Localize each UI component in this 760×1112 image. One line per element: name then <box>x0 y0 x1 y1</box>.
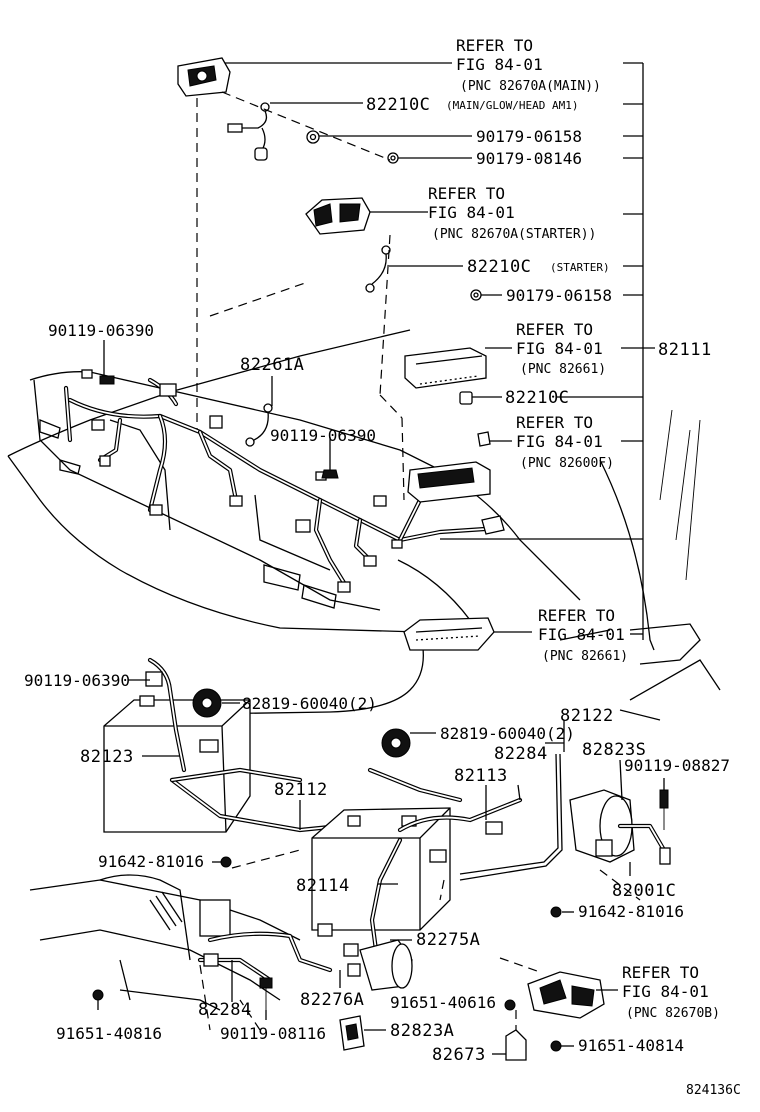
refer-to-text: REFER TO <box>456 36 533 55</box>
pnc-ref-text: (PNC 82661) <box>542 649 628 664</box>
refer-block-82661-lower: REFER TO FIG 84-01 (PNC 82661) <box>538 606 628 664</box>
bolt-90119-06390-a <box>99 375 115 385</box>
callout-82210c-starter: 82210C <box>467 257 531 277</box>
callout-82210c-starter-note: (STARTER) <box>550 261 610 274</box>
callout-82001c: 82001C <box>612 881 676 901</box>
callout-82819-60040-a: 82819-60040(2) <box>242 694 377 713</box>
fig-ref-text: FIG 84-01 <box>516 339 603 358</box>
cable-82284-lower <box>197 923 333 983</box>
cable-82122 <box>459 753 563 881</box>
refer-block-main: REFER TO FIG 84-01 (PNC 82670A(MAIN)) <box>456 36 601 94</box>
bracket-82673 <box>505 1029 527 1061</box>
refer-to-text: REFER TO <box>428 184 505 203</box>
pnc-ref-text: (PNC 82600F) <box>520 456 614 471</box>
alternator-82001c <box>569 789 671 865</box>
pnc-ref-text: (PNC 82661) <box>520 362 606 377</box>
grommet-82819-b <box>381 728 411 758</box>
callout-82284-a: 82284 <box>494 744 548 764</box>
callout-90119-06390-b: 90119-06390 <box>270 426 376 445</box>
bolt-90119-08116 <box>259 977 273 1010</box>
harness-connectors <box>81 369 403 593</box>
callout-82673: 82673 <box>432 1045 486 1065</box>
callout-82112: 82112 <box>274 780 328 800</box>
callout-91642-81016-b: 91642-81016 <box>578 902 684 921</box>
refer-block-82661-upper: REFER TO FIG 84-01 (PNC 82661) <box>516 320 606 377</box>
callout-82819-60040-b: 82819-60040(2) <box>440 724 575 743</box>
bolt-90119-06390-b <box>321 469 339 479</box>
relay-box-82600f <box>407 461 505 535</box>
callout-91642-81016-a: 91642-81016 <box>98 852 204 871</box>
refer-to-text: REFER TO <box>516 413 593 432</box>
callout-82113: 82113 <box>454 766 508 786</box>
fuse-link-main <box>227 102 270 161</box>
leader-lines <box>103 62 655 640</box>
callout-82284-b: 82284 <box>198 1000 252 1020</box>
callout-82123: 82123 <box>80 747 134 767</box>
fuse-link-starter <box>365 245 391 293</box>
fig-ref-text: FIG 84-01 <box>538 625 625 644</box>
fusible-link-small <box>459 391 473 405</box>
refer-block-starter: REFER TO FIG 84-01 (PNC 82670A(STARTER)) <box>428 184 596 242</box>
cable-82123 <box>145 657 187 773</box>
fig-ref-text: FIG 84-01 <box>516 432 603 451</box>
engine-block <box>29 874 301 1011</box>
callout-82210c-main-note: (MAIN/GLOW/HEAD AM1) <box>446 99 578 112</box>
dashed-leaders <box>196 91 405 501</box>
callout-90119-06390-c: 90119-06390 <box>24 671 130 690</box>
fuse-box-82661 <box>404 347 487 389</box>
callout-82111: 82111 <box>658 340 712 360</box>
callout-82823a: 82823A <box>390 1021 454 1041</box>
refer-to-text: REFER TO <box>516 320 593 339</box>
callout-82210c-main: 82210C <box>366 95 430 115</box>
battery-right <box>311 807 451 931</box>
part-callouts: 82210C (MAIN/GLOW/HEAD AM1) 90179-06158 … <box>24 95 741 1098</box>
relay-block-starter <box>305 197 371 235</box>
callout-82122: 82122 <box>560 706 614 726</box>
fig-ref-text: FIG 84-01 <box>428 203 515 222</box>
relay-82670b <box>527 971 605 1019</box>
grommet-82819-a <box>192 688 222 718</box>
callout-82210c-c: 82210C <box>505 388 569 408</box>
callout-91651-40616: 91651-40616 <box>390 993 496 1012</box>
pnc-ref-text: (PNC 82670A(STARTER)) <box>432 227 596 242</box>
refer-to-text: REFER TO <box>622 963 699 982</box>
callout-90119-08116: 90119-08116 <box>220 1024 326 1043</box>
figure-code: 824136C <box>686 1083 741 1098</box>
callout-90179-06158-b: 90179-06158 <box>506 286 612 305</box>
fuse-link-82261a <box>245 403 273 447</box>
fig-ref-text: FIG 84-01 <box>622 982 709 1001</box>
callout-82275a: 82275A <box>416 930 480 950</box>
callout-82114: 82114 <box>296 876 350 896</box>
starter-motor <box>343 939 413 991</box>
fuse-box-82661-lower <box>403 617 495 651</box>
callout-90119-08827: 90119-08827 <box>624 756 730 775</box>
callout-91651-40814: 91651-40814 <box>578 1036 684 1055</box>
callout-90179-06158-a: 90179-06158 <box>476 127 582 146</box>
refer-block-82600f: REFER TO FIG 84-01 (PNC 82600F) <box>516 413 614 471</box>
clamp-82823a <box>339 1015 365 1051</box>
fuse-82600f <box>477 431 491 447</box>
callout-91651-40816: 91651-40816 <box>56 1024 162 1043</box>
pnc-ref-text: (PNC 82670B) <box>626 1006 720 1021</box>
pnc-ref-text: (PNC 82670A(MAIN)) <box>460 79 601 94</box>
nut-starter <box>470 289 482 301</box>
cable-82113 <box>397 797 523 863</box>
dashed-leaders-lower <box>199 849 641 1031</box>
refer-to-text: REFER TO <box>538 606 615 625</box>
refer-block-82670b: REFER TO FIG 84-01 (PNC 82670B) <box>622 963 720 1021</box>
leader-lines-lower <box>97 679 665 1055</box>
callout-90119-06390-a: 90119-06390 <box>48 321 154 340</box>
callout-82823s: 82823S <box>582 740 646 760</box>
battery-left <box>103 695 251 833</box>
callout-82276a: 82276A <box>300 990 364 1010</box>
callout-90179-08146: 90179-08146 <box>476 149 582 168</box>
nut-top <box>306 130 399 164</box>
fig-ref-text: FIG 84-01 <box>456 55 543 74</box>
vehicle-body <box>7 329 721 721</box>
relay-block-main <box>177 57 231 97</box>
bolt-90119-08827 <box>659 789 669 830</box>
callout-82261a: 82261A <box>240 355 304 375</box>
